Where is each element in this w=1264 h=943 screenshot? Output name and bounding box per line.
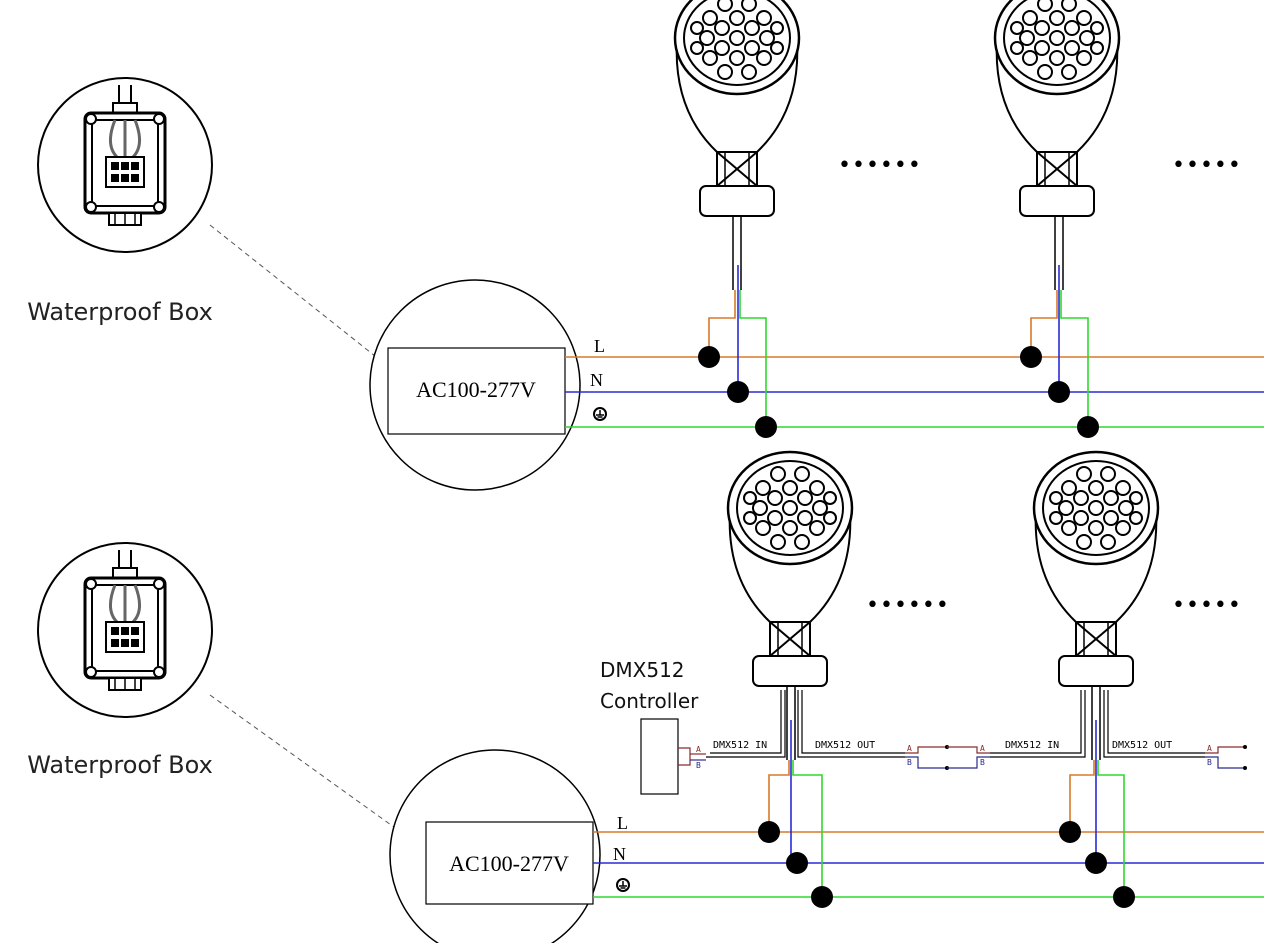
junction-dot <box>1085 852 1107 874</box>
dmx512-controller-box <box>640 718 679 795</box>
terminal-a-label: A <box>696 745 701 754</box>
top-diagram: Waterproof Box AC100-277V L N •••••• <box>27 0 1264 491</box>
dmx-link-connector: A B A B <box>905 744 990 770</box>
callout-line <box>209 694 399 831</box>
power-supply-label: AC100-277V <box>416 377 536 402</box>
junction-dot <box>1113 886 1135 908</box>
junction-dot <box>1059 821 1081 843</box>
svg-text:B: B <box>980 758 985 767</box>
svg-text:A: A <box>1207 744 1212 753</box>
dmx-out-label: DMX512 OUT <box>815 740 875 751</box>
bottom-diagram: Waterproof Box AC100-277V L N DMX512 Con… <box>27 450 1264 943</box>
junction-dot <box>1077 416 1099 438</box>
power-supply-label: AC100-277V <box>449 851 569 876</box>
junction-dot <box>1048 381 1070 403</box>
power-supply-box <box>387 347 566 435</box>
waterproof-box-label: Waterproof Box <box>27 751 213 779</box>
continuation-ellipsis: ••••• <box>1172 593 1242 618</box>
junction-dot <box>811 886 833 908</box>
spotlight-icon <box>993 0 1121 218</box>
dmx-in-label: DMX512 IN <box>1005 740 1059 751</box>
dmx-out-label: DMX512 OUT <box>1112 740 1172 751</box>
fixture-wires <box>708 216 767 427</box>
controller-label: DMX512 <box>600 658 685 682</box>
controller-terminals: A B <box>678 745 706 770</box>
neutral-label: N <box>590 370 603 390</box>
junction-dot <box>698 346 720 368</box>
svg-text:A: A <box>907 744 912 753</box>
svg-text:A: A <box>980 744 985 753</box>
waterproof-box-label: Waterproof Box <box>27 298 213 326</box>
terminal-b-label: B <box>696 761 701 770</box>
continuation-ellipsis: ••••• <box>1172 153 1242 178</box>
dmx-in-label: DMX512 IN <box>713 740 767 751</box>
continuation-ellipsis: •••••• <box>866 593 950 618</box>
fixture-wires <box>1030 216 1089 427</box>
waterproof-box-icon <box>36 541 214 719</box>
svg-text:B: B <box>1207 758 1212 767</box>
junction-dot <box>786 852 808 874</box>
power-supply-box <box>425 821 594 905</box>
callout-line <box>209 224 381 361</box>
junction-dot <box>755 416 777 438</box>
spotlight-icon <box>726 450 854 688</box>
earth-icon <box>593 407 607 421</box>
neutral-label: N <box>613 844 626 864</box>
continuation-ellipsis: •••••• <box>838 153 922 178</box>
junction-dot <box>727 381 749 403</box>
live-label: L <box>617 813 628 833</box>
live-label: L <box>594 336 605 356</box>
spotlight-icon <box>1032 450 1160 688</box>
svg-text:B: B <box>907 758 912 767</box>
dmx-in-cable <box>706 690 786 758</box>
waterproof-box-icon <box>36 76 214 254</box>
dmx-link-connector: A B <box>1205 744 1247 770</box>
spotlight-icon <box>673 0 801 218</box>
fixture-wires <box>1069 686 1205 897</box>
junction-dot <box>1020 346 1042 368</box>
fixture-wires <box>768 686 905 897</box>
controller-label: Controller <box>600 689 699 713</box>
junction-dot <box>758 821 780 843</box>
earth-icon <box>616 878 630 892</box>
